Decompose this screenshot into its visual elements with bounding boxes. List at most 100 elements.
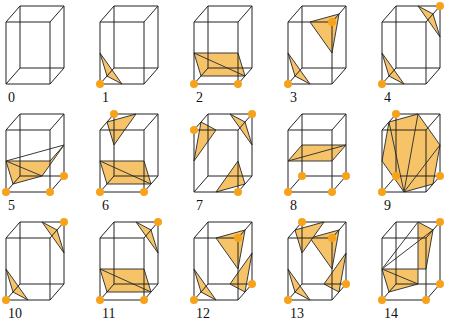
cube-edge: [114, 6, 158, 7]
marked-vertex: [96, 188, 104, 196]
cube-edge: [382, 238, 383, 300]
cube-edge: [114, 284, 158, 285]
case-number: 4: [384, 91, 391, 105]
cube-edge: [194, 84, 238, 85]
cube-edge: [396, 284, 440, 285]
cube-edge: [346, 114, 347, 176]
cube-edge: [100, 238, 144, 239]
marked-vertex: [140, 296, 148, 304]
triangle-edge: [382, 269, 418, 284]
cube-edge: [238, 22, 239, 84]
cube-case: [190, 222, 256, 304]
cube-edge: [288, 22, 332, 23]
cube-edge: [208, 176, 252, 177]
cube-edge: [64, 114, 65, 176]
cube-edge: [6, 68, 20, 84]
cube-edge: [382, 130, 426, 131]
cube-edge: [440, 114, 441, 176]
cube-case: [2, 114, 68, 196]
cube-edge: [144, 114, 158, 130]
cube-edge: [20, 6, 21, 68]
marked-vertex: [342, 172, 350, 180]
marked-vertex: [2, 188, 10, 196]
cube-edge: [114, 176, 158, 177]
cube-edge: [100, 22, 144, 23]
triangle-edge: [100, 161, 151, 184]
cube-edge: [208, 284, 252, 285]
cube-edge: [100, 130, 144, 131]
cube-case: [96, 6, 158, 88]
triangle-edge: [382, 222, 418, 269]
cube-edge: [114, 68, 158, 69]
cube-edge: [6, 22, 50, 23]
cube-edge: [426, 130, 427, 192]
case-number: 7: [196, 199, 203, 213]
cube-case: [190, 6, 252, 88]
case-number: 12: [196, 307, 210, 321]
marked-vertex: [190, 80, 198, 88]
cube-edge: [144, 130, 145, 192]
iso-surface: [100, 269, 151, 292]
cube-edge: [158, 114, 159, 176]
marked-vertex: [298, 172, 306, 180]
cube-edge: [288, 130, 289, 192]
cube-edge: [114, 222, 158, 223]
cube-edge: [302, 6, 303, 68]
cube-case: [2, 218, 68, 304]
marked-vertex: [96, 80, 104, 88]
cube-edge: [302, 114, 303, 176]
cube-edge: [288, 238, 289, 300]
cube-edge: [100, 130, 101, 192]
cube-edge: [100, 6, 114, 22]
marked-vertex: [298, 218, 306, 226]
cube-edge: [346, 222, 347, 284]
cube-edge: [194, 238, 238, 239]
marked-vertex: [422, 296, 430, 304]
marked-vertex: [60, 172, 68, 180]
cube-edge: [144, 238, 145, 300]
case-number: 14: [384, 307, 398, 321]
cube-edge: [288, 130, 332, 131]
cube-edge: [6, 130, 7, 192]
cube-edge: [302, 222, 346, 223]
triangle-edge: [6, 161, 42, 176]
cube-edge: [50, 114, 64, 130]
case-number: 9: [384, 199, 391, 213]
case-number: 6: [102, 199, 109, 213]
marked-vertex: [378, 188, 386, 196]
case-number: 1: [102, 91, 109, 105]
marked-vertex: [284, 296, 292, 304]
cube-edge: [158, 6, 159, 68]
cube-edge: [100, 300, 144, 301]
marked-vertex: [328, 18, 336, 26]
cube-edge: [6, 114, 20, 130]
cube-edge: [144, 68, 158, 84]
marked-vertex: [328, 234, 336, 242]
cube-edge: [426, 68, 440, 84]
case-number: 3: [290, 91, 297, 105]
iso-surface: [382, 222, 433, 292]
cube-edge: [440, 6, 441, 68]
cube-edge: [114, 222, 115, 284]
cube-case: [284, 114, 350, 196]
marked-vertex: [436, 280, 444, 288]
cube-edge: [144, 22, 145, 84]
cube-edge: [302, 284, 346, 285]
cube-case: [378, 2, 444, 88]
cube-edge: [100, 222, 114, 238]
cube-edge: [346, 6, 347, 68]
cube-edge: [194, 176, 208, 192]
marked-vertex: [2, 296, 10, 304]
cube-edge: [382, 238, 426, 239]
marked-vertex: [234, 188, 242, 196]
cube-edge: [20, 68, 64, 69]
marked-vertex: [284, 188, 292, 196]
cube-edge: [20, 222, 21, 284]
cube-edge: [114, 114, 115, 176]
cube-edge: [6, 192, 50, 193]
cube-edge: [100, 22, 101, 84]
cube-case: [378, 110, 444, 196]
cube-edge: [194, 22, 195, 84]
cube-edge: [100, 238, 101, 300]
